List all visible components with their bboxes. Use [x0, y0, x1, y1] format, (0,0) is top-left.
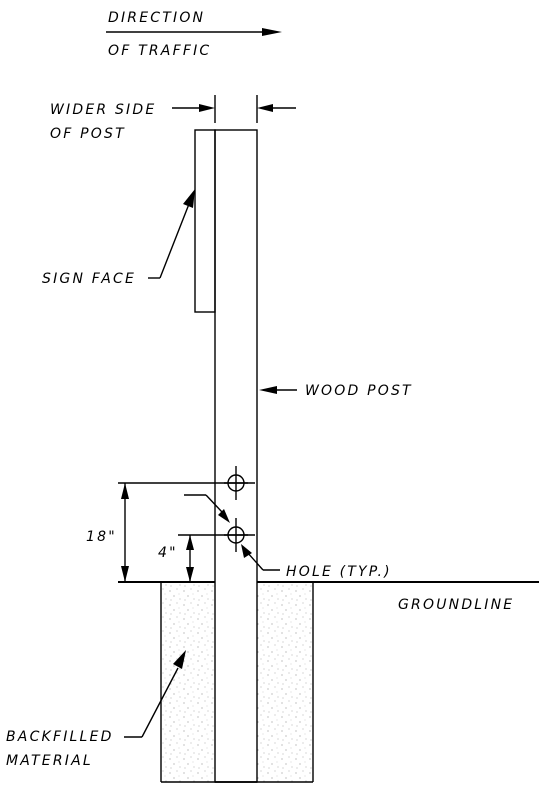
dim-4-arrow-top-icon: [186, 535, 194, 550]
direction-arrow-icon: [262, 28, 282, 36]
backfill-label-line2: MATERIAL: [6, 753, 93, 769]
sign-face-arrow-icon: [183, 189, 195, 208]
wood-post-label: WOOD POST: [305, 383, 413, 399]
sign-face-panel: [194, 129, 216, 313]
wider-side-arrow-right-icon: [257, 104, 273, 112]
wider-side-arrow-left-icon: [199, 104, 215, 112]
dim-18-arrow-top-icon: [121, 483, 129, 499]
dim-4-label: 4": [158, 545, 178, 561]
backfill-label-line1: BACKFILLED: [6, 729, 114, 745]
wider-side-label-line2: OF POST: [50, 126, 126, 142]
hole-leader-upper-diagonal: [205, 494, 223, 513]
hole-leader-upper-arrow-icon: [218, 509, 230, 523]
direction-label-line2: OF TRAFFIC: [108, 43, 211, 59]
groundline-label: GROUNDLINE: [398, 597, 514, 613]
sign-face-label: SIGN FACE: [42, 271, 136, 287]
wood-post: [214, 129, 258, 783]
hole-leader-lower-diagonal: [246, 551, 264, 571]
backfill-left: [161, 582, 215, 782]
dim-18-arrow-bottom-icon: [121, 566, 129, 582]
backfill-right: [257, 582, 313, 782]
backfill-leader-diagonal: [141, 667, 179, 738]
hole-typ-label: HOLE (TYP.): [286, 564, 392, 580]
wider-side-label-line1: WIDER SIDE: [50, 102, 156, 118]
direction-label-line1: DIRECTION: [108, 10, 205, 26]
sign-face-leader-diagonal: [159, 203, 190, 279]
dim-18-label: 18": [86, 529, 117, 545]
backfill-arrow-icon: [173, 650, 186, 669]
hole-leader-lower-arrow-icon: [241, 544, 252, 558]
dim-4-arrow-bottom-icon: [186, 567, 194, 582]
wood-post-arrow-icon: [259, 386, 277, 394]
